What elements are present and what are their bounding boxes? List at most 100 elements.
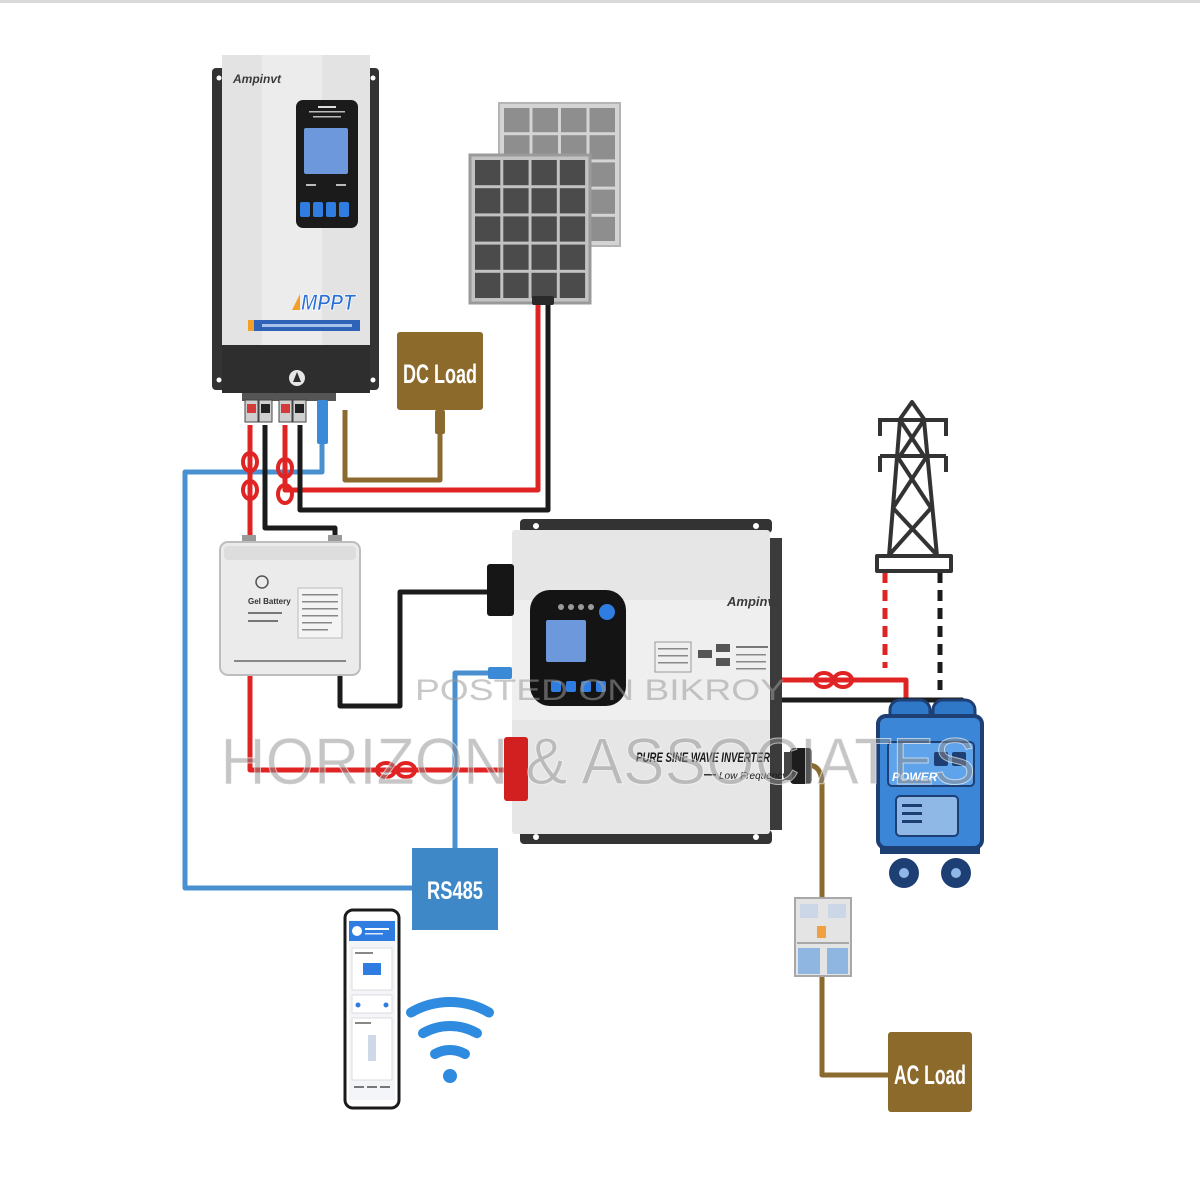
solar-cell	[589, 108, 615, 133]
generator-icon: POWER	[876, 698, 984, 888]
wifi-arc-middle	[418, 1020, 482, 1039]
battery-footer-line	[234, 660, 346, 662]
inverter-rs485-wire	[452, 670, 490, 848]
solar-cell	[589, 135, 615, 160]
app-graphic	[368, 1035, 376, 1061]
app-footer-line	[367, 1086, 377, 1088]
solar-cell	[559, 216, 586, 242]
engine-block	[895, 795, 959, 837]
solar-cell	[503, 244, 529, 270]
insulator	[878, 456, 948, 472]
control-button	[551, 681, 561, 692]
mode-table-line	[736, 668, 766, 670]
app-logo	[352, 926, 362, 936]
brand-logo: Ampinvt	[232, 72, 282, 86]
app-card-line	[355, 952, 373, 954]
terminal-core-negative	[295, 404, 304, 413]
terminal-core-negative	[261, 404, 270, 413]
breaker-module	[798, 948, 820, 974]
mppt-label: MPPT	[301, 290, 356, 315]
dc-load-panel	[397, 332, 483, 410]
product-subtitle: Low Frequency	[719, 771, 788, 782]
spec-line	[302, 622, 332, 624]
wifi-icon	[406, 997, 494, 1083]
mode-table-line	[736, 654, 766, 656]
wire-coil	[276, 457, 294, 479]
spec-line	[302, 615, 338, 617]
top-border	[0, 0, 1200, 3]
breaker-label-plate	[800, 904, 818, 918]
wire-coil	[241, 479, 259, 501]
wire-coil	[395, 761, 417, 779]
wheel-hub	[899, 868, 909, 878]
app-stat-dot	[355, 1002, 361, 1008]
tower-base	[875, 554, 953, 573]
app-card	[351, 994, 393, 1014]
app-header-line	[365, 933, 383, 935]
solar-cell	[475, 216, 501, 242]
control-button	[326, 202, 336, 217]
spec-line	[248, 612, 282, 614]
breaker-toggle	[817, 926, 826, 938]
screw-hole	[753, 523, 759, 529]
wire-coil	[241, 451, 259, 473]
lcd-screen	[546, 620, 586, 662]
breaker-label-plate	[828, 904, 846, 918]
generator-outlet	[952, 752, 966, 766]
control-button	[581, 681, 591, 692]
mode-table-line	[658, 662, 688, 664]
app-footer-line	[380, 1086, 390, 1088]
watermark-company: HORIZON & ASSOCIATES	[221, 724, 976, 798]
dc-negative-terminal	[487, 564, 514, 616]
battery-positive-inverter-wire	[247, 675, 506, 773]
solar-panel-front	[468, 153, 592, 305]
rs485-box: RS485	[412, 848, 498, 930]
product-title: PURE SINE WAVE INVERTER	[636, 749, 771, 765]
solar-cell	[503, 160, 529, 186]
pv-negative-wire	[297, 300, 551, 513]
stripe-mark	[262, 324, 352, 327]
app-footer-line	[354, 1086, 364, 1088]
panel-junction-box	[532, 296, 554, 305]
mppt-charge-controller: Ampinvt MPPT	[212, 55, 379, 444]
tower-peak	[898, 400, 926, 421]
positive-wires	[241, 300, 909, 779]
engine-vent	[902, 820, 922, 823]
breaker-divider	[797, 942, 849, 944]
battery-terminal-negative	[328, 535, 342, 544]
solar-cell	[503, 216, 529, 242]
indicator-mark	[336, 184, 346, 186]
solar-cell	[531, 160, 557, 186]
solar-cell	[589, 216, 615, 241]
wire-coil	[276, 483, 294, 505]
solar-cell	[532, 108, 558, 133]
subtitle-rule	[704, 774, 716, 776]
brand-emblem-mark	[293, 372, 301, 382]
solar-cell	[504, 108, 530, 133]
ac-load-panel	[888, 1032, 972, 1112]
app-header-line	[365, 928, 389, 930]
app-device-icon	[363, 963, 381, 975]
solar-cell	[559, 160, 586, 186]
solar-cell	[475, 188, 501, 214]
watermark-posted-on: POSTED ON BIKROY	[415, 674, 785, 707]
ac-output-plug	[790, 748, 812, 784]
panel-header-mark	[318, 106, 336, 108]
dc-load-connector	[435, 410, 445, 434]
solar-cell	[475, 244, 501, 270]
screw-hole	[216, 75, 222, 81]
mode-header-line	[736, 646, 768, 648]
terminal-core-positive	[247, 404, 256, 413]
rs485-port	[488, 667, 512, 679]
screw-hole	[753, 834, 759, 840]
mode-table	[654, 641, 692, 673]
generator-base	[880, 846, 980, 854]
mppt-rs485-wire	[182, 440, 412, 891]
insulator	[878, 420, 948, 436]
mode-table-line	[658, 655, 688, 657]
control-button	[300, 202, 310, 217]
status-led	[578, 604, 584, 610]
screw-hole	[216, 377, 222, 383]
communication-wires	[182, 440, 490, 891]
